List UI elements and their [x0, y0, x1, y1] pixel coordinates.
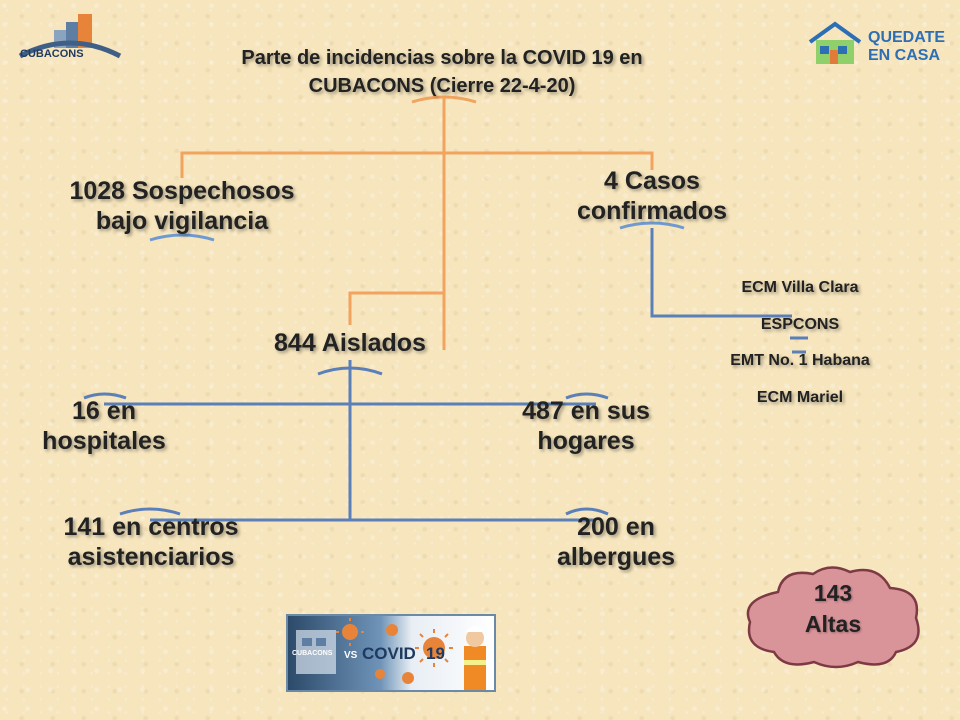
- banner-brand: CUBACONS: [292, 650, 333, 657]
- arc-hospitales: [83, 392, 127, 400]
- node-aislados-line-1: 844 Aislados: [274, 329, 426, 357]
- connector-aislados: [348, 291, 444, 325]
- confirmed-case-item: ECM Mariel: [756, 389, 844, 406]
- arc-confirmados: [619, 221, 685, 230]
- cubacons-logo: CUBACONS: [18, 12, 122, 64]
- node-sospechosos-line-2: bajo vigilancia: [95, 207, 269, 235]
- altas-cloud-shape: [746, 566, 920, 669]
- node-hospitales: 16 en hospitales: [24, 396, 184, 456]
- node-albergues-line-1: 200 en: [577, 513, 655, 541]
- banner-covid: COVID: [362, 644, 416, 663]
- banner-vs: VS: [344, 650, 358, 661]
- quedate-en-casa-logo: QUEDATE EN CASA: [806, 20, 950, 68]
- node-confirmados: 4 Casos confirmados: [552, 166, 752, 226]
- node-aislados: 844 Aislados: [250, 328, 450, 358]
- quedate-text: QUEDATE: [868, 29, 946, 46]
- node-confirmados-line-1: 4 Casos: [604, 167, 700, 195]
- connector-confirmados: [444, 151, 654, 170]
- banner-covid-number: 19: [426, 644, 445, 663]
- node-hogares: 487 en sus hogares: [500, 396, 672, 456]
- page-title: Parte de incidencias sobre la COVID 19 e…: [200, 44, 684, 100]
- arc-hogares: [565, 392, 609, 400]
- altas-word: Altas: [804, 611, 862, 638]
- arc-title: [411, 95, 477, 104]
- node-albergues: 200 en albergues: [536, 512, 696, 572]
- virus-illustration: [296, 618, 486, 690]
- confirmed-case-item: ECM Villa Clara: [741, 279, 859, 296]
- house-icon: [808, 21, 862, 64]
- connector-sospechosos: [180, 151, 444, 178]
- title-line-1: Parte de incidencias sobre la COVID 19 e…: [241, 47, 643, 69]
- en-casa-text: EN CASA: [868, 47, 941, 64]
- vs-covid-banner: VS COVID 19 CUBACONS: [286, 614, 496, 692]
- connector-ecm: [650, 228, 792, 318]
- node-hogares-line-2: hogares: [537, 427, 635, 455]
- confirmed-case-item: EMT No. 1 Habana: [730, 352, 870, 369]
- altas-count: 143: [813, 580, 853, 606]
- arc-aislados: [317, 366, 383, 376]
- arc-centros: [119, 507, 181, 516]
- node-hospitales-line-1: 16 en: [72, 397, 136, 425]
- altas-label: 143 Altas: [738, 578, 928, 640]
- node-albergues-line-2: albergues: [556, 543, 676, 571]
- node-sospechosos: 1028 Sospechosos bajo vigilancia: [52, 176, 312, 236]
- node-hospitales-line-2: hospitales: [42, 427, 166, 455]
- node-hogares-line-1: 487 en sus: [522, 397, 650, 425]
- node-centros-line-2: asistenciarios: [67, 543, 235, 571]
- cubacons-building-icon: [18, 14, 122, 59]
- confirmed-case-item: ESPCONS: [760, 316, 840, 333]
- node-sospechosos-line-1: 1028 Sospechosos: [69, 177, 295, 205]
- cubacons-logo-text: CUBACONS: [20, 48, 84, 60]
- title-line-2: CUBACONS (Cierre 22-4-20): [308, 75, 576, 97]
- node-centros: 141 en centros asistenciarios: [40, 512, 262, 572]
- ecm-ticks: [790, 336, 808, 354]
- node-confirmados-line-2: confirmados: [576, 197, 728, 225]
- node-centros-line-1: 141 en centros: [63, 513, 239, 541]
- arc-albergues: [565, 507, 609, 516]
- arc-sospechosos: [149, 233, 215, 242]
